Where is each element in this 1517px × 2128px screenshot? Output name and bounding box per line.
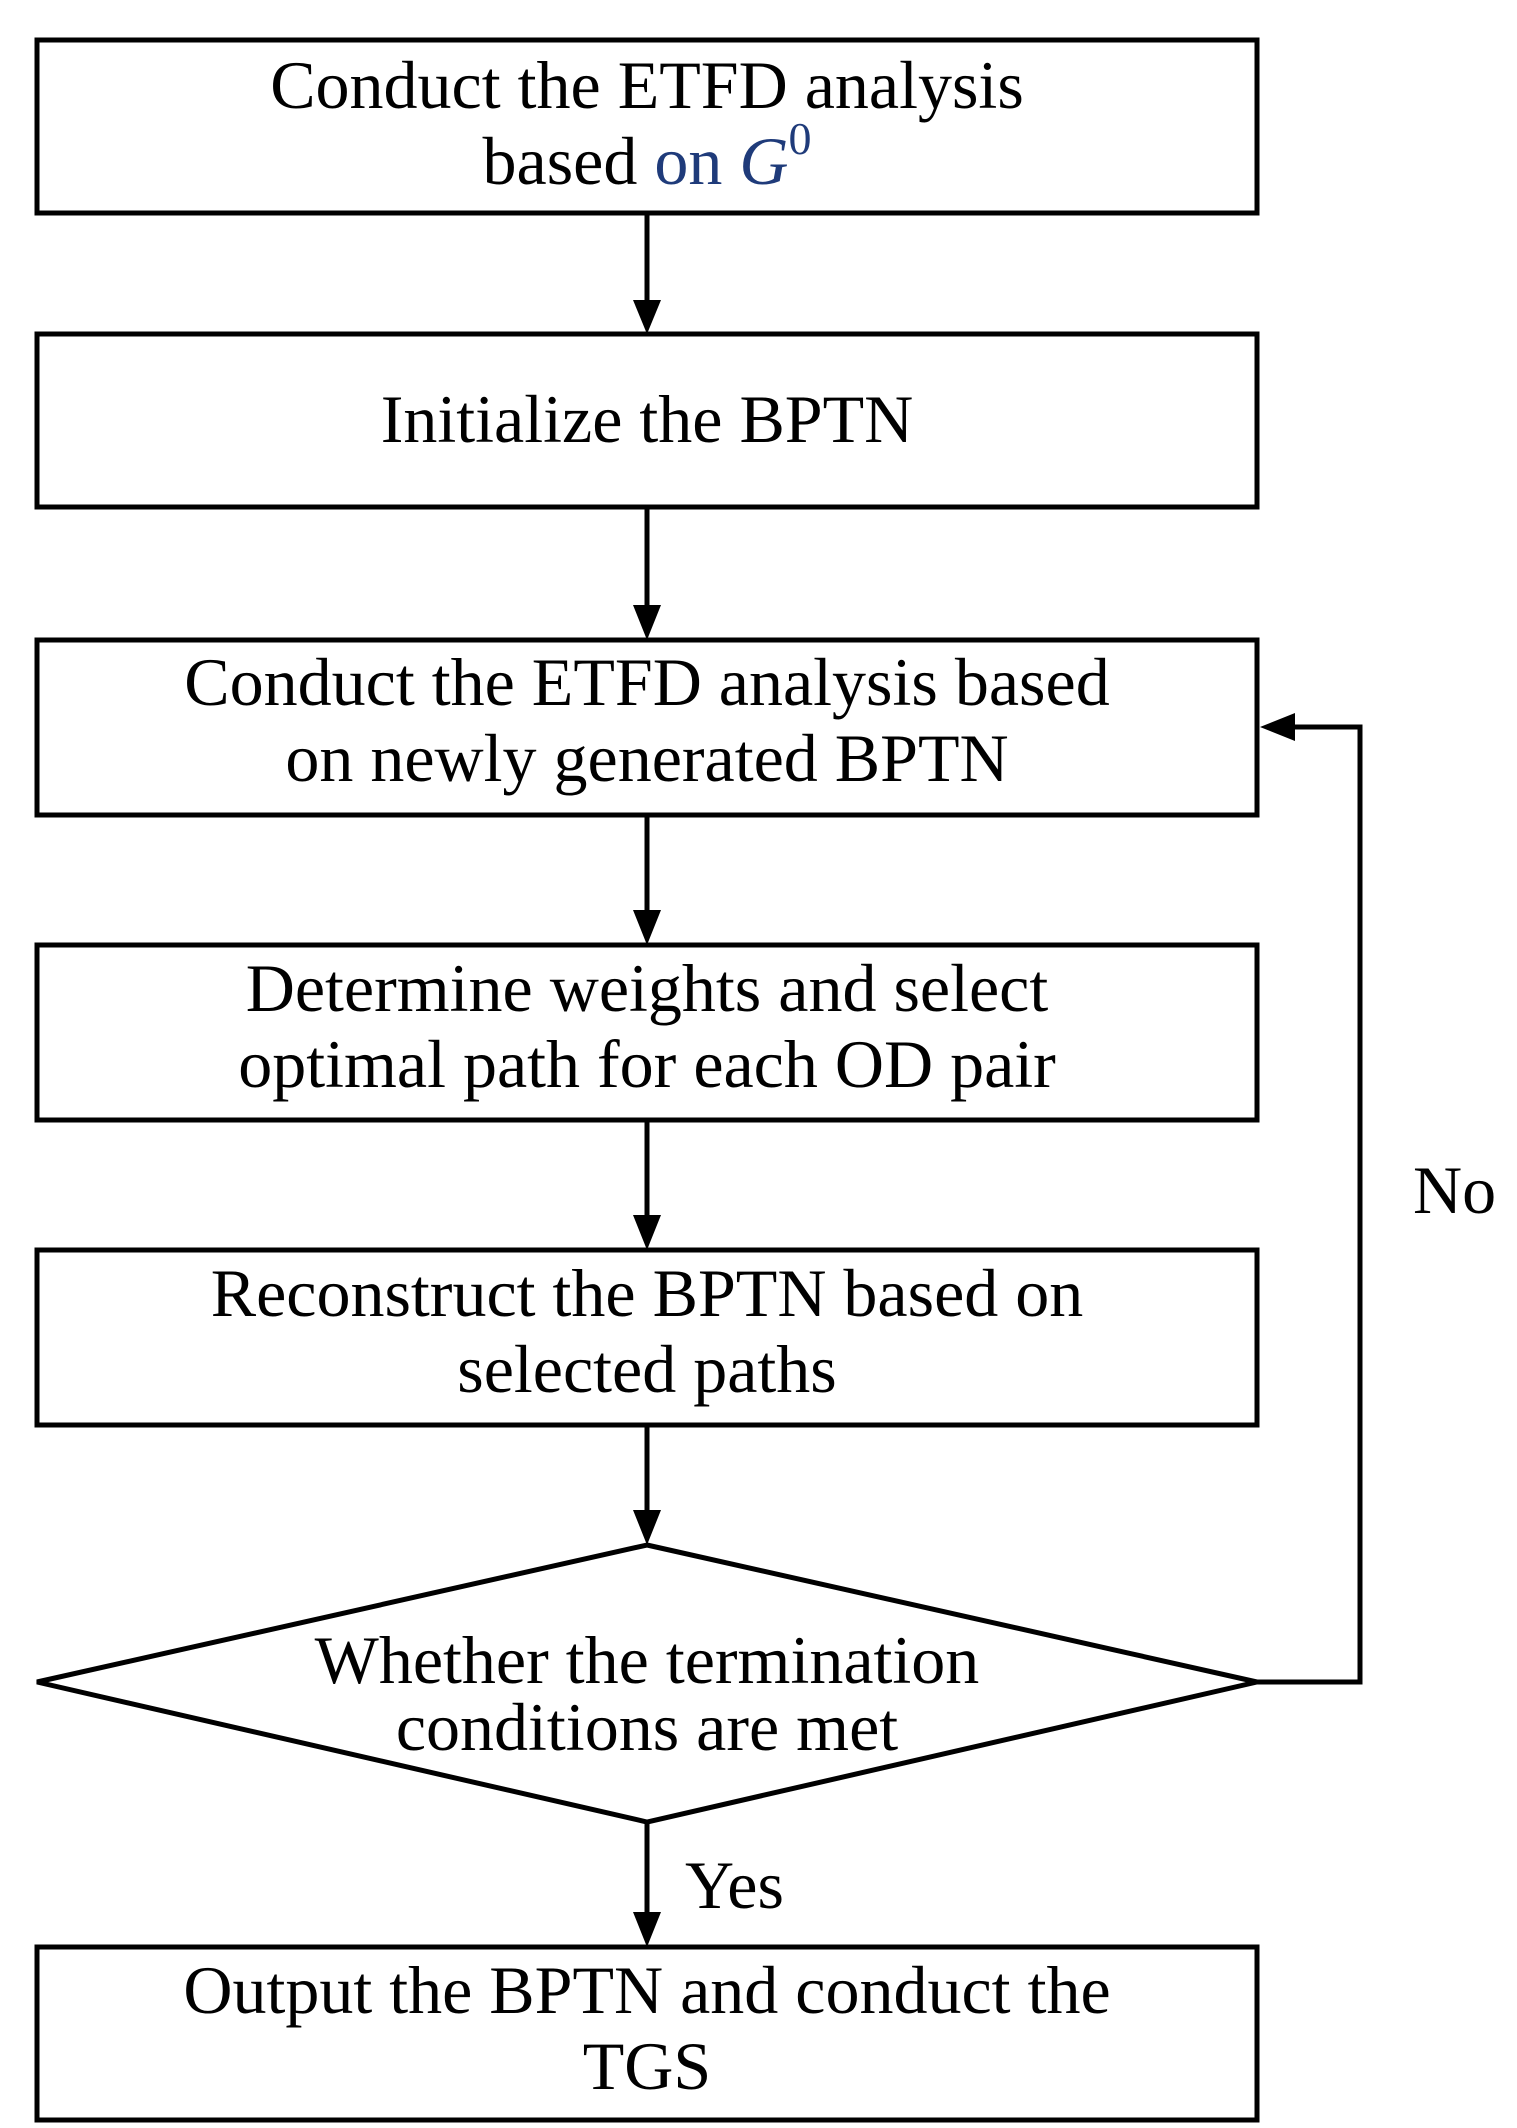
step-label-line-2: on newly generated BPTN xyxy=(285,720,1008,796)
step-label-line-2: based on G0 xyxy=(483,113,812,199)
step-label-based: based xyxy=(483,123,655,199)
step-label-line-1: Output the BPTN and conduct the xyxy=(183,1952,1110,2028)
step-label-math-prefix: on xyxy=(654,123,739,199)
step-determine-weights: Determine weights and select optimal pat… xyxy=(34,942,1260,1123)
arrow-yes-to-output: Yes xyxy=(633,1822,784,1947)
arrow-initialize-to-etfd-new xyxy=(633,507,661,640)
arrow-determine-to-reconstruct xyxy=(633,1120,661,1250)
math-symbol-g: G xyxy=(739,123,788,199)
step-label-line-2: optimal path for each OD pair xyxy=(238,1026,1056,1102)
step-label-line-2: TGS xyxy=(583,2028,711,2104)
step-label-line-1: Conduct the ETFD analysis based xyxy=(184,644,1109,720)
step-etfd-initial: Conduct the ETFD analysis based on G0 xyxy=(34,37,1260,216)
step-box xyxy=(34,37,1260,216)
decision-termination-check: Whether the termination conditions are m… xyxy=(36,1542,1258,1825)
step-label-line-1: Determine weights and select xyxy=(246,950,1049,1026)
step-box xyxy=(34,331,1260,510)
step-label-line-2: selected paths xyxy=(457,1331,837,1407)
decision-label-line-1: Whether the termination xyxy=(315,1622,980,1698)
step-label-line-1: Conduct the ETFD analysis xyxy=(270,47,1024,123)
step-etfd-new: Conduct the ETFD analysis based on newly… xyxy=(34,637,1260,818)
step-box xyxy=(34,637,1260,818)
decision-label-line-2: conditions are met xyxy=(396,1689,898,1765)
edge-label-no: No xyxy=(1413,1152,1496,1228)
step-output: Output the BPTN and conduct the TGS xyxy=(34,1944,1260,2123)
arrow-reconstruct-to-decision xyxy=(633,1425,661,1545)
arrow-etfd-new-to-determine xyxy=(633,815,661,945)
step-box xyxy=(34,1944,1260,2123)
step-label-line-1: Reconstruct the BPTN based on xyxy=(211,1255,1084,1331)
arrow-etfd-initial-to-initialize xyxy=(633,213,661,334)
step-label-line-1: Initialize the BPTN xyxy=(381,381,914,457)
step-box xyxy=(34,1247,1260,1428)
step-reconstruct-bptn: Reconstruct the BPTN based on selected p… xyxy=(34,1247,1260,1428)
math-superscript-zero: 0 xyxy=(788,113,811,164)
arrow-no-loop-back: No xyxy=(1257,713,1496,1685)
step-initialize-bptn: Initialize the BPTN xyxy=(34,331,1260,510)
edge-label-yes: Yes xyxy=(685,1847,784,1923)
